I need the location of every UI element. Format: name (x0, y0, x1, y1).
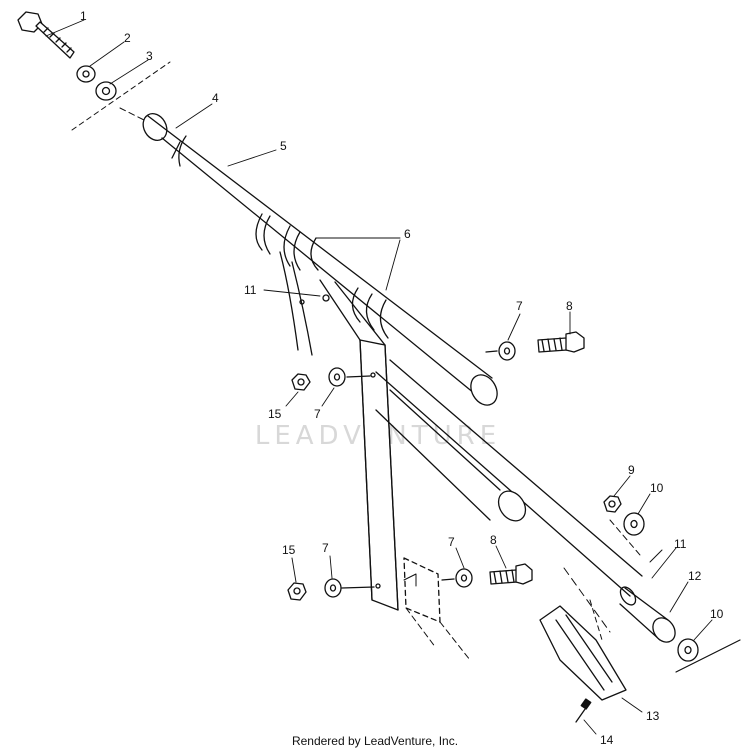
nut-part-15-upper (291, 373, 311, 391)
callout-12: 12 (688, 569, 702, 583)
callout-11-upper: 11 (244, 283, 257, 297)
callout-3: 3 (146, 49, 153, 63)
callout-7-lowmid: 7 (448, 535, 455, 549)
washer-part-7-upper (485, 341, 516, 361)
callout-8-upper: 8 (566, 299, 573, 313)
washer-part-2 (76, 65, 96, 83)
mounting-plate (403, 557, 471, 661)
support-bracket-part-6 (279, 251, 399, 611)
bolt-part-8-upper (537, 331, 585, 353)
callout-7-mid: 7 (314, 407, 321, 421)
callout-9: 9 (628, 463, 635, 477)
callout-6: 6 (404, 227, 411, 241)
callout-2: 2 (124, 31, 131, 45)
washer-part-10-upper (623, 512, 645, 536)
washer-part-3 (95, 81, 117, 101)
pin-part-11-upper (299, 294, 330, 305)
washer-part-7-lowmid (441, 568, 473, 588)
callout-labels: 1 2 3 4 5 6 11 7 8 15 7 9 10 11 12 10 15… (80, 9, 724, 747)
hex-bolt-part-1 (17, 11, 75, 59)
callout-15-lower: 15 (282, 543, 296, 557)
callout-14: 14 (600, 733, 614, 747)
nut-part-15-lower (287, 582, 307, 601)
callout-10-lower: 10 (710, 607, 724, 621)
screw-part-14 (575, 698, 592, 723)
callout-10-upper: 10 (650, 481, 664, 495)
nut-part-9 (603, 495, 622, 513)
bracket-part-13 (539, 605, 627, 701)
mount-hole-lower (375, 583, 381, 589)
handlebar-tube-part-5 (142, 113, 498, 406)
callout-7-upper: 7 (516, 299, 523, 313)
callout-5: 5 (280, 139, 287, 153)
mount-hole (370, 372, 376, 378)
callout-7-lower: 7 (322, 541, 329, 555)
bushing-part-12 (619, 586, 676, 643)
bolt-part-8-lower (489, 563, 533, 585)
leader-lines (45, 19, 713, 735)
callout-15-upper: 15 (268, 407, 282, 421)
callout-8-lower: 8 (490, 533, 497, 547)
callout-11-lower: 11 (674, 537, 687, 551)
washer-part-7-mid (328, 367, 371, 387)
callout-1: 1 (80, 9, 87, 23)
callout-4: 4 (212, 91, 219, 105)
lower-tube (375, 359, 643, 597)
washer-part-7-lower (324, 578, 375, 598)
footer-credit: Rendered by LeadVenture, Inc. (291, 734, 459, 748)
callout-13: 13 (646, 709, 660, 723)
washer-part-10-lower (677, 638, 699, 662)
